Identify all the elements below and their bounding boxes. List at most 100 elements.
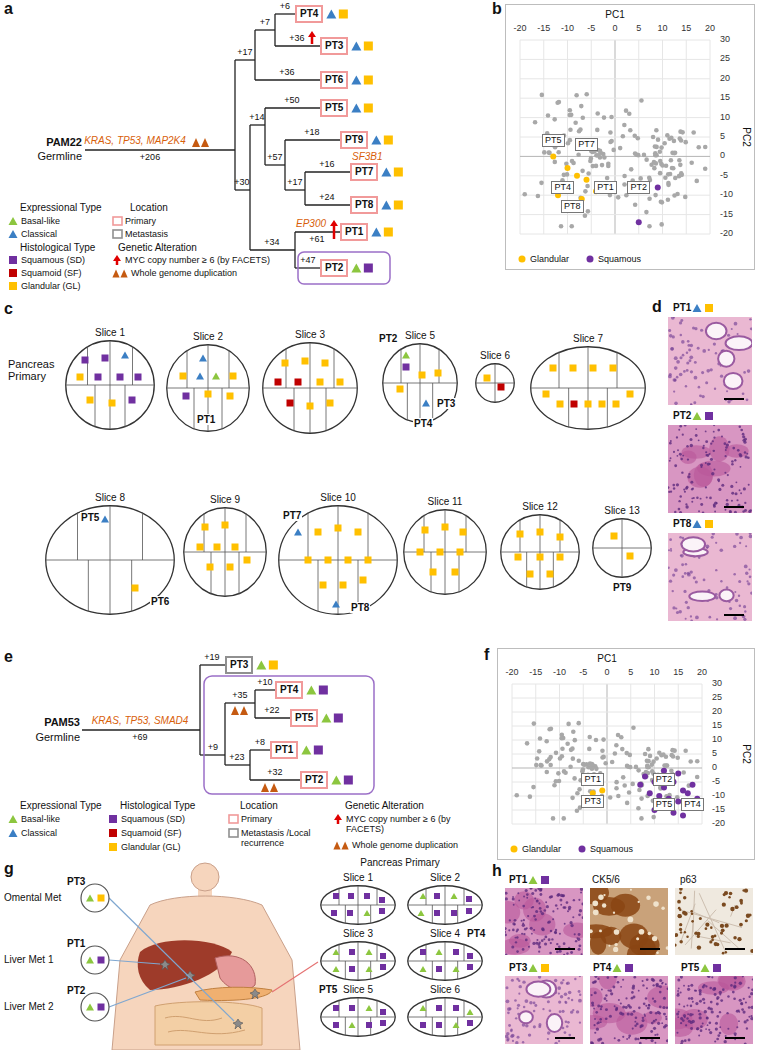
sample-point (608, 130, 613, 135)
legend-item: Squamous (SD) (108, 814, 185, 824)
histology-square (347, 910, 353, 916)
sample-point (609, 139, 614, 144)
histology-square (705, 304, 713, 312)
text-label: CK5/6 (592, 874, 620, 885)
legend-item: Metastasis (112, 229, 168, 239)
slice-grid (142, 512, 143, 560)
histology-square (365, 557, 372, 564)
pca-sample-box: PT5 (542, 134, 565, 147)
slice-grid (310, 343, 311, 433)
sample-point (567, 113, 572, 118)
sample-point (594, 164, 599, 169)
tissue-slice: Slice 6 (475, 363, 515, 403)
histology-square (599, 401, 606, 408)
histology-square (543, 391, 550, 398)
grid-line (512, 824, 702, 825)
histology-image (590, 976, 668, 1044)
sample-point (556, 771, 561, 776)
histology-square (498, 384, 505, 391)
grid-line (512, 768, 702, 769)
sample-point (691, 130, 696, 135)
legend-item: Primary (228, 814, 272, 824)
sample-point (571, 161, 576, 166)
slice-heading: Slice 2 (430, 872, 460, 883)
histology-square (327, 400, 334, 407)
sample-label: PT2 (672, 410, 692, 421)
sample-point (621, 775, 626, 780)
legend-text: MYC copy number ≥ 6 (by FACETS) (346, 814, 461, 834)
axis-tick: 20 (697, 668, 707, 678)
panel-letter: f (484, 646, 489, 664)
tree-branch (235, 189, 250, 190)
sample-point (525, 741, 530, 746)
sample-label: PT8 (672, 518, 692, 529)
slice-grid (420, 344, 421, 422)
histology-square (319, 686, 328, 695)
legend-box (113, 217, 122, 225)
highlight-point (637, 782, 643, 788)
sample-point (644, 157, 649, 162)
tree-branch (255, 79, 320, 80)
sample-point (537, 749, 542, 754)
legend-color (9, 256, 17, 264)
wgd-symbol (201, 138, 209, 147)
histology-square (183, 393, 190, 400)
histology-square (541, 876, 549, 884)
wgd-symbol (342, 841, 349, 849)
wgd-symbol (231, 706, 239, 715)
sample-point (653, 153, 658, 158)
sample-point (551, 816, 556, 821)
legend-text: Whole genome duplication (352, 840, 458, 850)
sample-point (531, 785, 536, 790)
axis-tick: 10 (712, 735, 722, 745)
expression-triangle (349, 1022, 356, 1028)
histology-square (202, 524, 209, 531)
axis-tick: 5 (720, 132, 725, 142)
slice-outline (65, 340, 155, 430)
expression-triangle (294, 529, 302, 536)
sample-point (680, 173, 685, 178)
sample-point (580, 115, 585, 120)
legend-heading: Genetic Alteration (345, 800, 424, 811)
sample-box: PT9 (340, 131, 368, 149)
sample-point (538, 736, 543, 741)
axis-tick: -10 (561, 24, 574, 34)
mutation-count: +22 (264, 706, 279, 716)
sample-point (603, 761, 608, 766)
tree-branch (305, 204, 350, 205)
plot-frame (498, 649, 755, 860)
slice-grid (318, 560, 319, 612)
axis-title: PC1 (597, 653, 616, 664)
histology-square (98, 895, 105, 902)
slice-outline (530, 346, 646, 430)
sample-name: PT4 (554, 182, 571, 192)
legend-item: Glandular (GL) (108, 842, 181, 852)
sample-point (532, 721, 537, 726)
sample-box: PT5 (320, 99, 348, 117)
sample-point (585, 184, 590, 189)
tree-branch (250, 124, 265, 125)
mutation-count: +17 (237, 48, 252, 58)
legend-heading: Genetic Alteration (118, 242, 197, 253)
pca-sample-box: PT5 (653, 798, 676, 811)
slice-ellipse (408, 886, 483, 925)
slice-grid (401, 348, 402, 383)
legend-swatch (8, 255, 19, 265)
sample-point (666, 172, 671, 177)
slice-grid (432, 961, 433, 980)
legend-swatch (8, 216, 19, 226)
sample-point (688, 759, 693, 764)
histology-square (453, 949, 459, 955)
sample-name: PT8 (564, 201, 581, 211)
histology-square (527, 571, 534, 578)
wgd-symbol (112, 269, 119, 277)
highlight-point (565, 165, 571, 171)
sample-point (622, 783, 627, 788)
text-label: Pancreas Primary (360, 857, 439, 868)
tissue-slice: Slice 5 (382, 343, 458, 423)
axis-title: PC1 (605, 9, 624, 20)
histology-square (320, 582, 327, 589)
tissue-slice: Slice 7 (530, 346, 646, 430)
histology-square (379, 897, 385, 903)
sample-name: PT1 (584, 774, 601, 784)
